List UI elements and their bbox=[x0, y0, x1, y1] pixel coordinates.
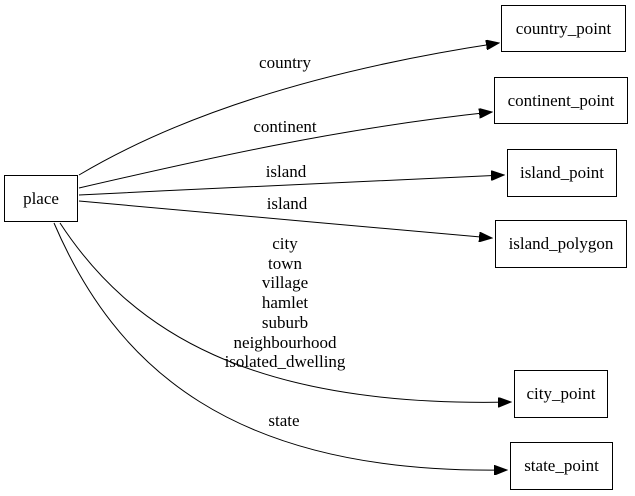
edge-place-continent_point bbox=[78, 112, 492, 189]
node-label: island_point bbox=[519, 163, 605, 182]
edge-label-line: neighbourhood bbox=[233, 332, 337, 352]
edge-label-state_point: state bbox=[268, 411, 299, 431]
edge-label-line: isolated_dwelling bbox=[224, 352, 346, 372]
edge-label-line: city bbox=[272, 234, 298, 254]
edge-label-line: village bbox=[261, 273, 309, 293]
node-label: place bbox=[23, 188, 59, 208]
node-island_polygon: island_polygon bbox=[495, 220, 627, 268]
node-continent_point: continent_point bbox=[494, 77, 628, 124]
edge-label-island_point: island bbox=[266, 162, 307, 182]
edge-label-line: country bbox=[259, 53, 311, 73]
node-island_point: island_point bbox=[507, 149, 617, 197]
edge-label-line: continent bbox=[253, 117, 317, 137]
node-label: city_point bbox=[526, 384, 596, 403]
edge-label-line: town bbox=[268, 253, 302, 273]
node-label: country_point bbox=[515, 18, 612, 38]
node-state_point: state_point bbox=[510, 442, 613, 490]
node-country_point: country_point bbox=[501, 5, 626, 52]
node-label: state_point bbox=[524, 456, 599, 475]
edge-label-country_point: country bbox=[259, 53, 311, 73]
edge-place-island_polygon bbox=[78, 200, 492, 238]
node-label: continent_point bbox=[507, 90, 615, 110]
edge-place-island_point bbox=[78, 175, 504, 196]
node-place: place bbox=[4, 175, 78, 222]
edge-label-island_polygon: island bbox=[267, 194, 308, 214]
edge-label-continent_point: continent bbox=[253, 117, 316, 137]
edge-place-country_point bbox=[78, 43, 499, 176]
edge-label-line: island bbox=[266, 194, 308, 214]
edge-label-line: suburb bbox=[261, 312, 309, 332]
node-city_point: city_point bbox=[514, 370, 608, 418]
edge-place-city_point bbox=[59, 222, 511, 402]
edge-label-line: island bbox=[265, 162, 307, 182]
edge-label-line: state bbox=[268, 411, 300, 431]
node-label: island_polygon bbox=[508, 234, 614, 253]
edge-label-line: hamlet bbox=[261, 293, 309, 313]
edge-place-state_point bbox=[53, 222, 507, 470]
